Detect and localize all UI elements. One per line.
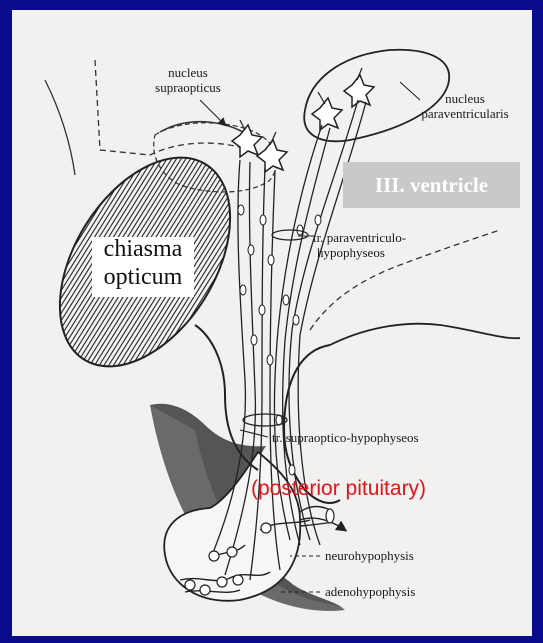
label-tr-paraventriculo-1: tr. paraventriculo-	[313, 230, 406, 245]
label-nucleus-supraopticus-2: supraopticus	[155, 80, 221, 95]
label-chiasma-opticum-2: opticum	[92, 264, 194, 291]
label-iii-ventricle: III. ventricle	[343, 162, 520, 208]
label-tr-supraoptico: tr. supraoptico-hypophyseos	[272, 430, 419, 445]
nucleus-paraventricularis-shape	[304, 50, 449, 141]
label-tr-paraventriculo-2: hypophyseos	[317, 245, 385, 260]
label-posterior-pituitary: (posterior pituitary)	[251, 477, 426, 500]
label-nucleus-paraventricularis-1: nucleus	[445, 91, 485, 106]
label-chiasma-opticum-1: chiasma	[92, 236, 194, 263]
label-adenohypophysis: adenohypophysis	[325, 584, 415, 599]
label-nucleus-supraopticus-1: nucleus	[168, 65, 208, 80]
label-nucleus-paraventricularis-2: paraventricularis	[421, 106, 508, 121]
label-neurohypophysis: neurohypophysis	[325, 548, 414, 563]
